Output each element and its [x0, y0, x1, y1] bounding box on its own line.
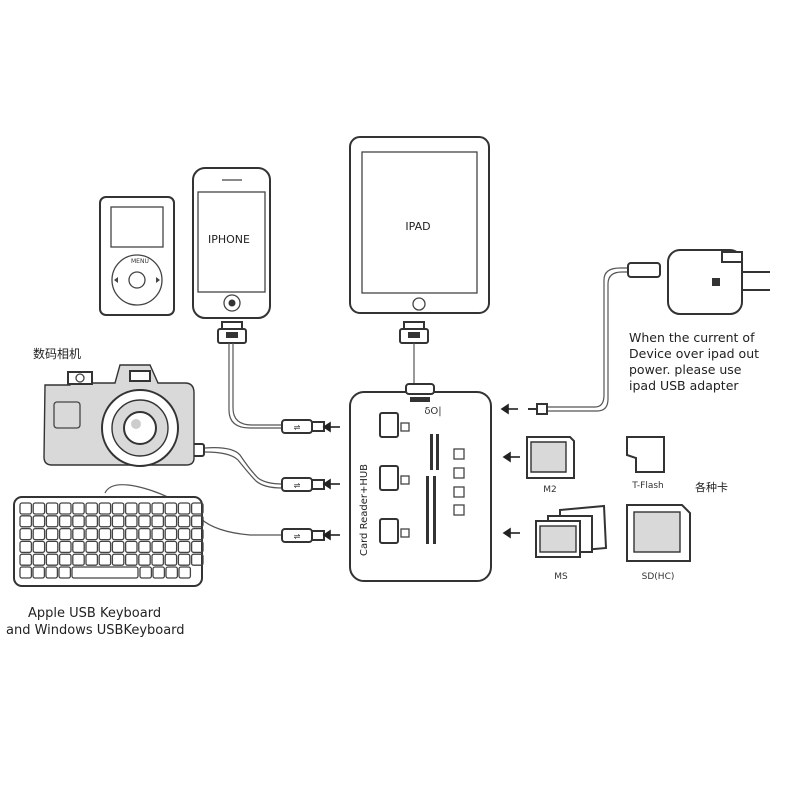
ipad-device: IPAD [349, 136, 490, 314]
camera-device: 数码相机 [33, 346, 195, 467]
iphone-cable-2 [232, 343, 282, 426]
adapter-note-line-3: power. please use [629, 362, 742, 377]
ms-label: MS [554, 572, 568, 582]
sdhc-label: SD(HC) [642, 572, 675, 582]
adapter-cable-2 [545, 271, 655, 412]
keyboard-label-line-1: Apple USB Keyboard [28, 606, 161, 621]
usb-plug-keyboard: ⇌ [281, 528, 325, 543]
camera-cable [204, 447, 283, 485]
keyboard-device [13, 496, 204, 587]
usb-power-adapter [667, 249, 770, 315]
iphone-label: IPHONE [208, 233, 250, 246]
arrow-left-icon [500, 403, 518, 415]
tflash-label: T-Flash [631, 481, 664, 491]
iphone-dock-connector [217, 321, 247, 344]
arrow-left-icon [322, 529, 340, 541]
camera-cable-2 [204, 451, 283, 489]
svg-text:MENU: MENU [131, 258, 149, 265]
hub-port-mark: δO| [424, 406, 441, 417]
camera-label: 数码相机 [33, 346, 81, 361]
svg-text:⇌: ⇌ [294, 481, 301, 490]
audio-plug-adapter [528, 403, 548, 415]
arrow-left-icon [502, 527, 520, 539]
m2-label: M2 [543, 485, 557, 495]
sdhc-card: SD(HC) [626, 504, 691, 582]
arrow-left-icon [322, 421, 340, 433]
usb-plug-iphone: ⇌ [281, 419, 325, 434]
ms-card: MS [535, 504, 608, 582]
card-reader-hub: δO| Card Reader+HUB [349, 383, 492, 582]
adapter-note-line-1: When the current of [629, 330, 755, 345]
keyboard-label-line-2: and Windows USBKeyboard [6, 623, 185, 638]
adapter-note-line-4: ipad USB adapter [629, 378, 739, 393]
tflash-card: T-Flash [626, 436, 665, 491]
ipad-label: IPAD [405, 220, 430, 233]
svg-text:⇌: ⇌ [294, 532, 301, 541]
ipod-device: MENU [99, 196, 175, 316]
svg-text:⇌: ⇌ [294, 423, 301, 432]
adapter-note-line-2: Device over ipad out [629, 346, 759, 361]
adapter-cable [545, 267, 655, 408]
hub-label: Card Reader+HUB [359, 464, 370, 556]
m2-card: M2 [526, 436, 575, 495]
arrow-icons [322, 403, 520, 541]
keyboard-keys [19, 502, 204, 579]
arrow-left-icon [322, 478, 340, 490]
iphone-cable [228, 343, 282, 429]
adapter-plug-end [627, 262, 661, 278]
arrow-left-icon [502, 451, 520, 463]
usb-plug-camera: ⇌ [281, 477, 325, 492]
various-cards-label: 各种卡 [695, 480, 728, 494]
iphone-device: IPHONE [192, 167, 271, 319]
ipad-dock-connector [399, 321, 429, 344]
